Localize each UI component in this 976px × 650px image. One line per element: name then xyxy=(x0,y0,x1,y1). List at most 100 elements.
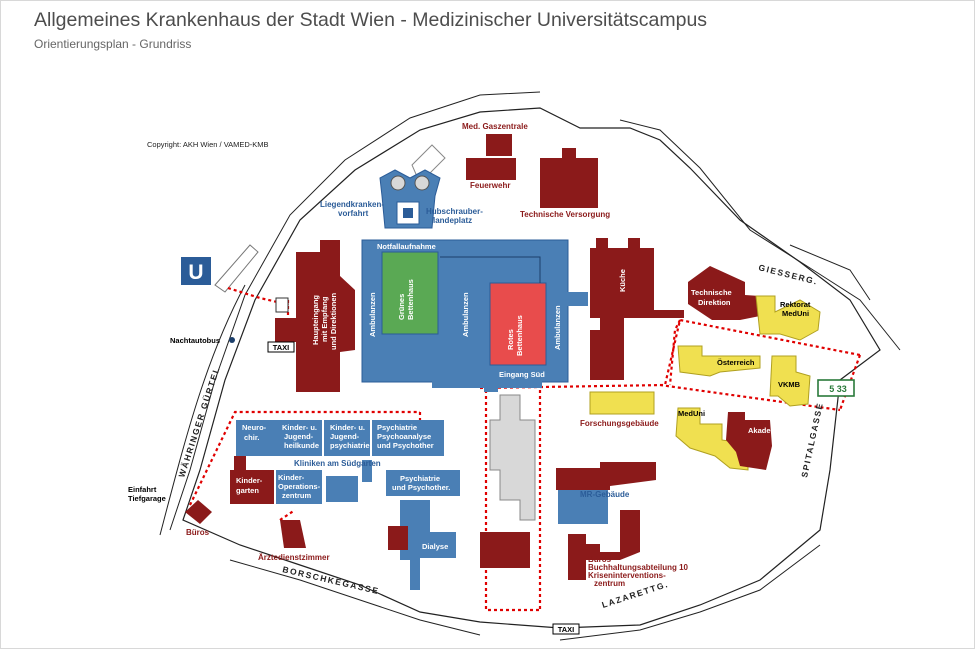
label-ambulanzen-east: Ambulanzen xyxy=(553,305,562,350)
feuerwehr-building[interactable] xyxy=(466,158,516,180)
street-giesser: GIESSERG. xyxy=(758,262,820,287)
walkway-east-loop xyxy=(668,319,862,411)
label-liegend-2: vorfahrt xyxy=(338,209,369,218)
label-eingang-sued: Eingang Süd xyxy=(499,370,545,379)
label-akademie: Akademie xyxy=(748,426,783,435)
label-neurochir-2: chir. xyxy=(244,433,259,442)
label-buchhaltung-1: Büros xyxy=(588,555,612,564)
label-psych-psychother-1: Psychiatrie xyxy=(400,474,440,483)
label-technische-versorgung: Technische Versorgung xyxy=(520,210,610,219)
label-mr-gebaeude: MR-Gebäude xyxy=(580,490,630,499)
main-hospital-lower xyxy=(432,378,542,388)
label-haupteingang-3: und Direktionen xyxy=(329,292,338,350)
label-buchhaltung-4: zentrum xyxy=(594,579,625,588)
site-boundary xyxy=(182,107,881,629)
eingang-sued-marker[interactable] xyxy=(484,384,498,392)
clinic-wing xyxy=(326,476,358,502)
label-med-gaszentrale: Med. Gaszentrale xyxy=(462,122,528,131)
label-hubschrauber-2: landeplatz xyxy=(433,216,472,225)
label-kinder-op-1: Kinder- xyxy=(278,473,305,482)
label-gruenes-1: Grünes xyxy=(397,294,406,320)
label-notfallaufnahme: Notfallaufnahme xyxy=(377,242,436,251)
technische-direktion-building[interactable] xyxy=(688,266,760,320)
helipad-tower-left xyxy=(390,175,406,191)
mr-red-wing[interactable] xyxy=(556,462,656,490)
main-hospital-connector xyxy=(566,292,588,306)
label-buchhaltung-3: Kriseninterventions- xyxy=(588,571,666,580)
rotes-bettenhaus[interactable] xyxy=(489,282,547,366)
nachtautobus-dot[interactable] xyxy=(229,337,235,343)
label-gruenes-2: Bettenhaus xyxy=(406,279,415,320)
bus-stop-icon[interactable] xyxy=(817,379,855,397)
haupteingang-building[interactable] xyxy=(275,240,355,392)
akademie-building[interactable] xyxy=(726,412,772,470)
technische-versorgung-building[interactable] xyxy=(540,148,598,208)
label-kinder-psych-2: Jugend- xyxy=(330,432,360,441)
label-vkmb: VKMB xyxy=(778,380,801,389)
label-einfahrt-1: Einfahrt xyxy=(128,485,157,494)
ubahn-connector xyxy=(214,244,259,293)
kinder-jugendpsychiatrie-building[interactable] xyxy=(324,420,370,456)
label-liegend-1: Liegendkranken- xyxy=(320,200,384,209)
south-red-block[interactable] xyxy=(480,532,530,568)
outer-road-line xyxy=(169,91,541,531)
label-meduni: MedUni xyxy=(678,409,705,418)
label-kinder-op-3: zentrum xyxy=(282,491,312,500)
south-road-line xyxy=(229,544,821,641)
label-psychiatrie-1: Psychiatrie xyxy=(377,423,417,432)
clinic-tower xyxy=(362,460,372,482)
walkway-path xyxy=(189,286,861,612)
label-kinder-psych-3: psychiatrie xyxy=(330,441,370,450)
label-ambulanzen-center: Ambulanzen xyxy=(461,292,470,337)
bueros-building[interactable] xyxy=(185,500,212,524)
label-einfahrt-2: Tiefgarage xyxy=(128,494,166,503)
aerztedienstzimmer-building[interactable] xyxy=(280,520,306,548)
south-red-building[interactable] xyxy=(388,526,408,550)
psychiatrie-building[interactable] xyxy=(372,420,444,456)
kindergarten-building[interactable] xyxy=(230,470,274,504)
label-neurochir-1: Neuro- xyxy=(242,423,267,432)
ubahn-icon[interactable] xyxy=(181,257,211,285)
label-forschungsgebaeude: Forschungsgebäude xyxy=(580,419,659,428)
label-dialyse: Dialyse xyxy=(422,542,448,551)
forschungsgebaeude-building[interactable] xyxy=(589,391,655,415)
taxi-icon-north[interactable] xyxy=(267,341,295,353)
kinder-jugendheilkunde-building[interactable] xyxy=(276,420,322,456)
vkmb-building[interactable] xyxy=(769,355,811,407)
kueche-building[interactable] xyxy=(590,248,654,380)
label-technische-direktion-2: Direktion xyxy=(698,298,731,307)
label-rektorat-2: MedUni xyxy=(782,309,809,318)
psych-psychother-building[interactable] xyxy=(386,470,460,496)
taxi-label-north: TAXI xyxy=(273,343,290,352)
helipad-tower-right xyxy=(414,175,430,191)
buchhaltung-building[interactable] xyxy=(568,510,640,580)
label-kindergarten-2: garten xyxy=(236,486,259,495)
street-waehringer: WÄHRINGER GÜRTEL xyxy=(176,365,221,479)
label-kliniken-sued: Kliniken am Südgarten xyxy=(294,459,381,468)
east-road-line xyxy=(619,119,901,351)
oesterreich-building[interactable] xyxy=(677,345,761,377)
label-kinder-jugend-2: Jugend- xyxy=(284,432,314,441)
gaszentrale-building[interactable] xyxy=(486,134,512,156)
page-subtitle: Orientierungsplan - Grundriss xyxy=(34,37,192,51)
kueche-tower xyxy=(596,238,608,250)
dialyse-wing xyxy=(400,500,430,590)
mr-gebaeude-building[interactable] xyxy=(558,490,608,524)
rektorat-building[interactable] xyxy=(755,295,821,341)
neurochir-building[interactable] xyxy=(236,420,276,456)
copyright-text: Copyright: AKH Wien / VAMED-KMB xyxy=(147,140,269,149)
street-borschke: BORSCHKEGASSE xyxy=(282,564,381,596)
kinder-operationszentrum-building[interactable] xyxy=(276,470,322,504)
taxi-icon-south[interactable] xyxy=(552,623,580,635)
label-kinder-psych-1: Kinder- u. xyxy=(330,423,365,432)
page-title: Allgemeines Krankenhaus der Stadt Wien -… xyxy=(34,9,708,31)
helipad-cross xyxy=(403,208,413,218)
label-rotes-2: Bettenhaus xyxy=(515,315,524,356)
label-haupteingang-2: mit Empfang xyxy=(320,296,329,342)
label-psychiatrie-3: und Psychother xyxy=(377,441,434,450)
gruenes-bettenhaus[interactable] xyxy=(381,251,439,335)
label-hubschrauber-1: Hubschrauber- xyxy=(426,207,483,216)
ubahn-letter: U xyxy=(188,261,203,284)
label-kindergarten-1: Kinder- xyxy=(236,476,263,485)
label-ambulanzen-west: Ambulanzen xyxy=(368,292,377,337)
